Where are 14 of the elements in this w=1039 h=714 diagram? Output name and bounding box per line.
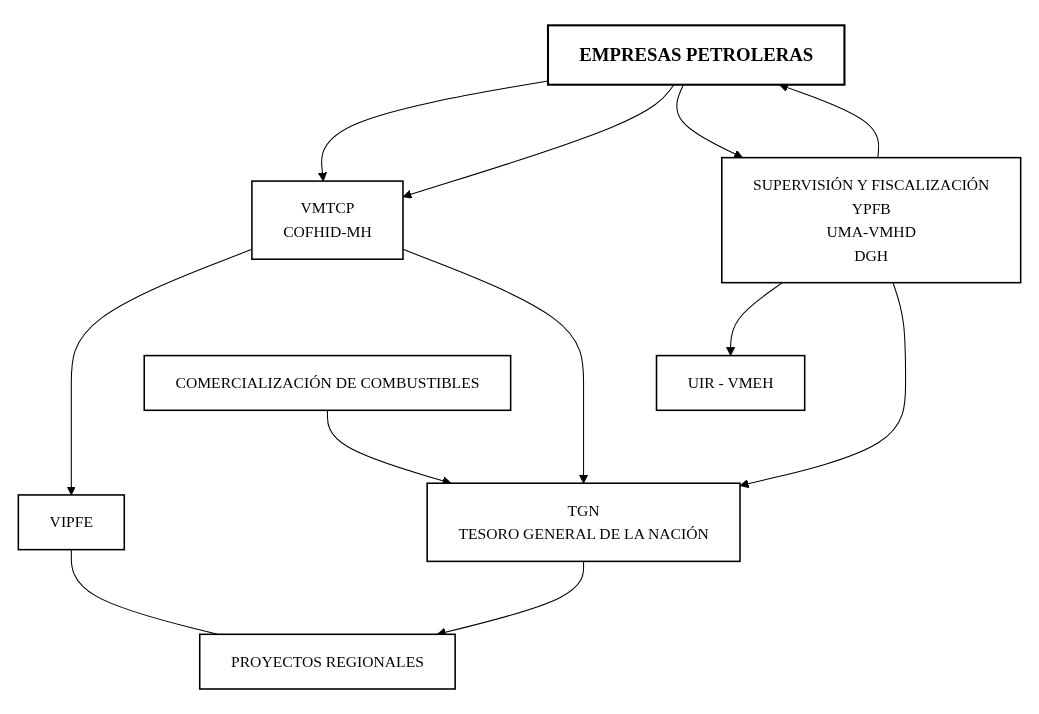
arrow: [402, 84, 675, 199]
arrow: [676, 84, 743, 158]
node-box: TGN TESORO GENERAL DE LA NACIÓN: [426, 482, 741, 562]
node-box: VIPFE: [17, 494, 126, 551]
node-box: SUPERVISIÓN Y FISCALIZACIÓN YPFB UMA-VMHD DGH: [721, 156, 1022, 284]
node-box: COMERCIALIZACIÓN DE COMBUSTIBLES: [143, 354, 512, 411]
arrow: [739, 282, 907, 488]
arrow: [402, 248, 589, 484]
node-box: PROYECTOS REGIONALES: [198, 633, 456, 690]
node-box: VMTCP COFHID-MH: [251, 180, 404, 260]
arrow: [317, 80, 549, 182]
node-box: EMPRESAS PETROLERAS: [546, 24, 846, 86]
arrow: [726, 282, 783, 356]
node-box: UIR - VMEH: [655, 354, 806, 411]
